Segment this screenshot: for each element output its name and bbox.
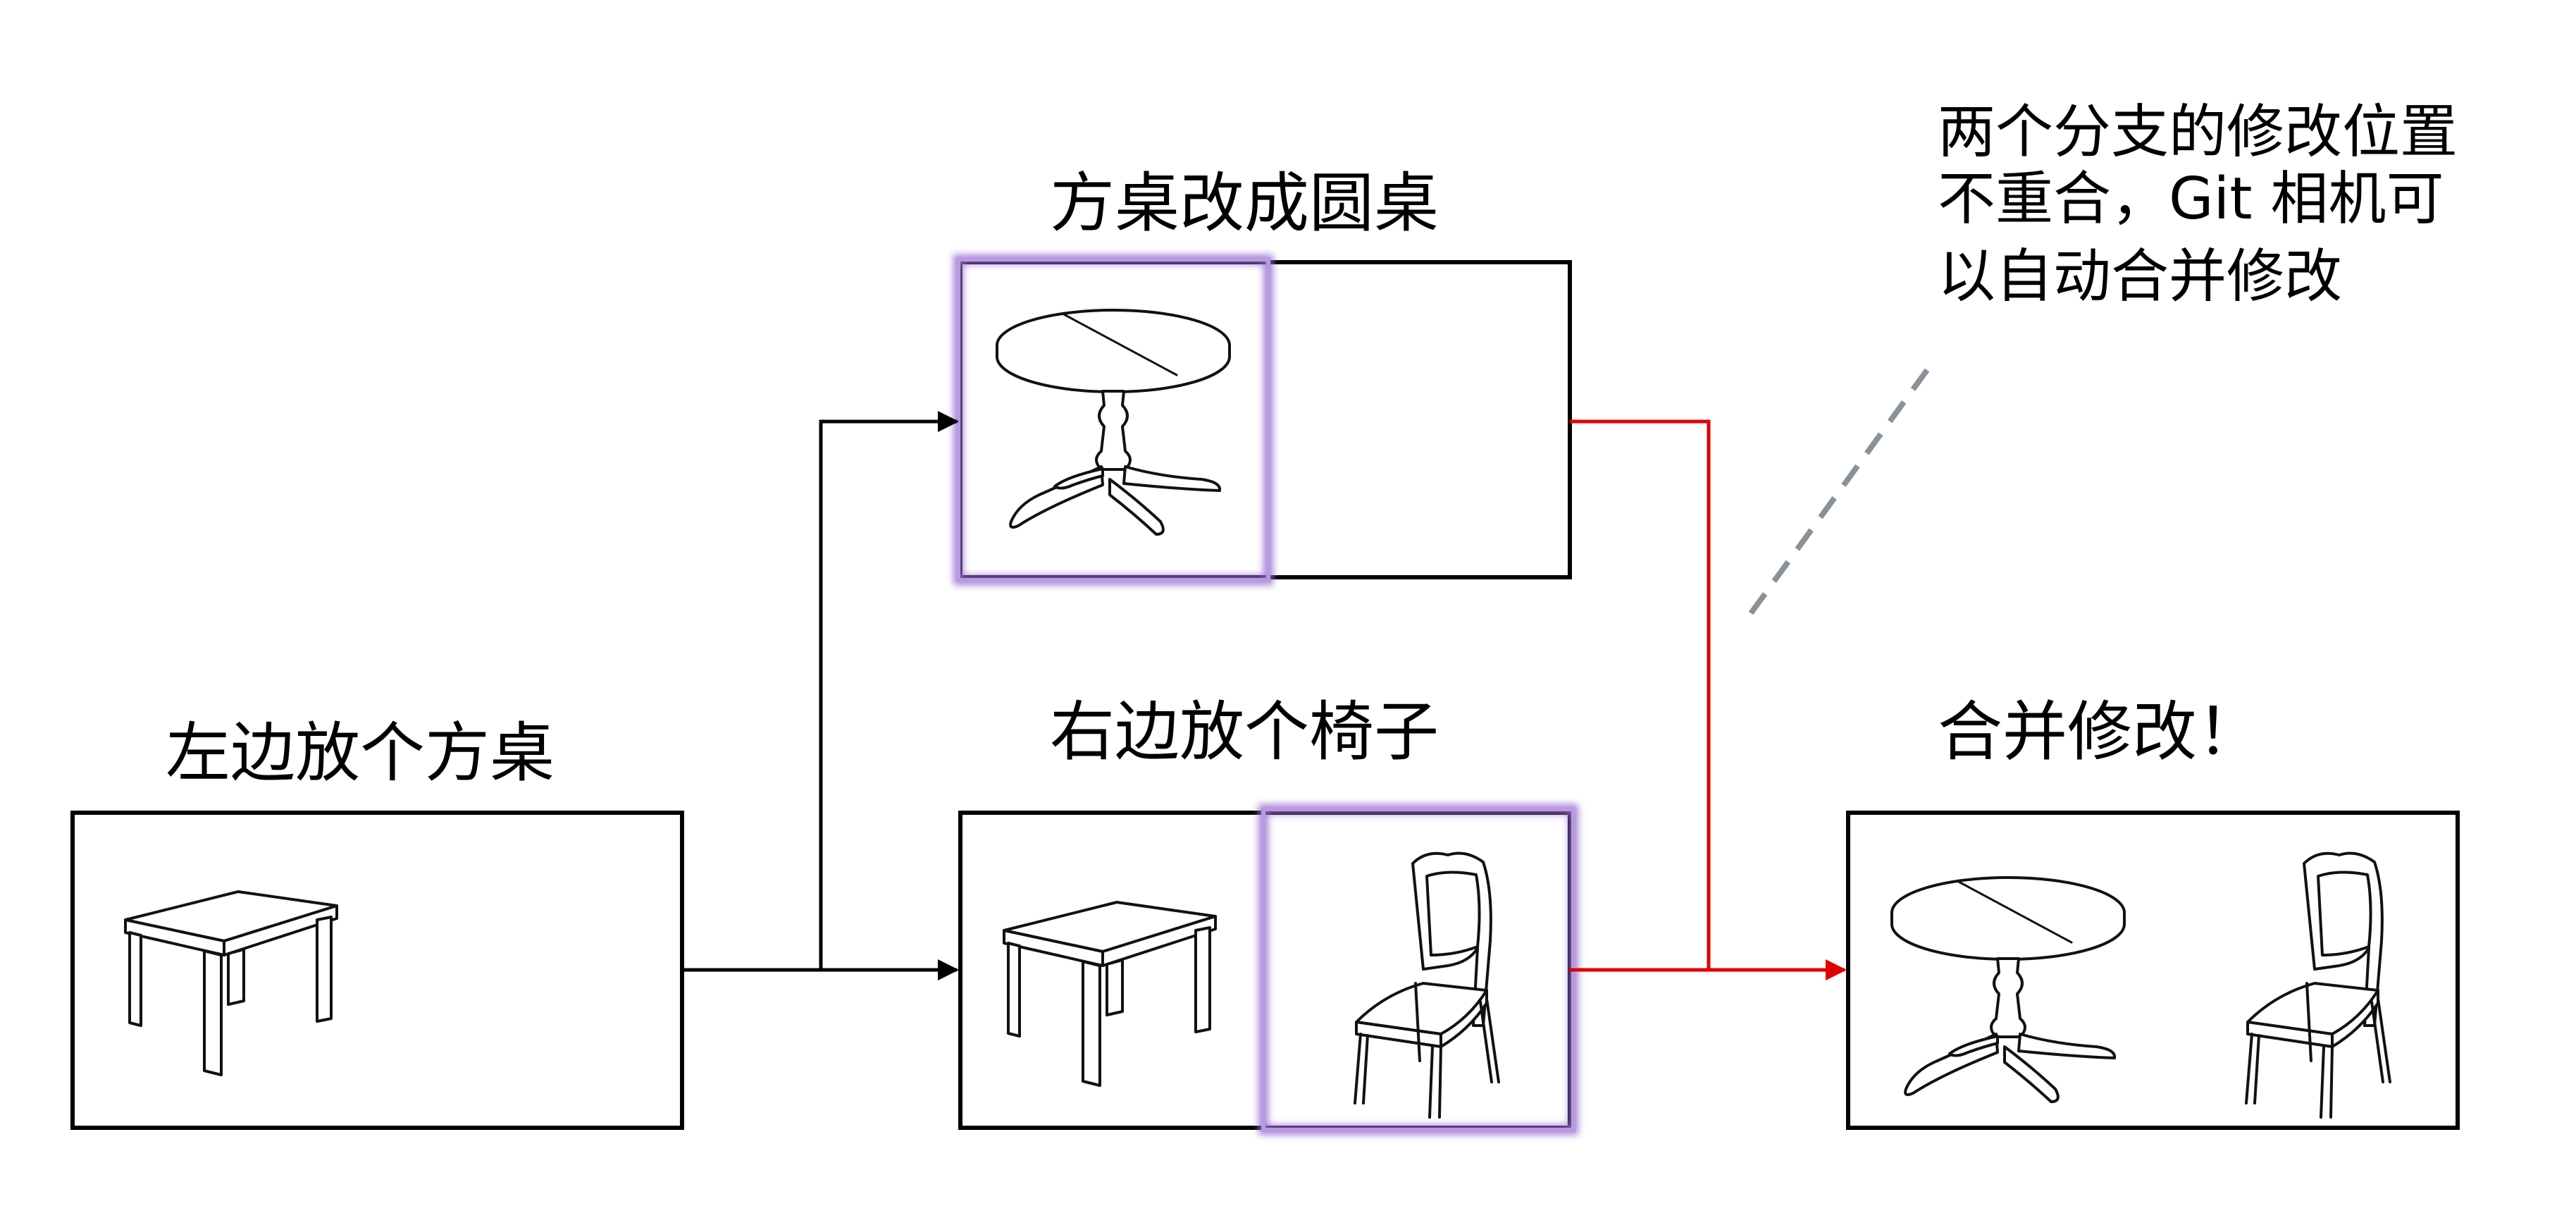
- label-add-chair: 右边放个椅子: [1050, 694, 1439, 770]
- box-left-table: [70, 811, 684, 1130]
- merge-note: 两个分支的修改位置 不重合，Git 相机可 以自动合并修改: [1938, 99, 2476, 310]
- merge-line-round-table: [1570, 419, 1711, 970]
- label-merged: 合并修改！: [1938, 694, 2262, 770]
- label-round-table: 方桌改成圆桌: [1050, 166, 1439, 241]
- merge-note-line-1: 两个分支的修改位置: [1938, 99, 2458, 166]
- label-left-table: 左边放个方桌: [166, 715, 555, 791]
- branch-arrow-round-table: [682, 411, 959, 972]
- merge-note-line-2: 不重合，Git 相机可: [1938, 166, 2444, 233]
- note-leader-line: [1748, 368, 1930, 615]
- merge-note-line-3: 以自动合并修改: [1938, 243, 2342, 310]
